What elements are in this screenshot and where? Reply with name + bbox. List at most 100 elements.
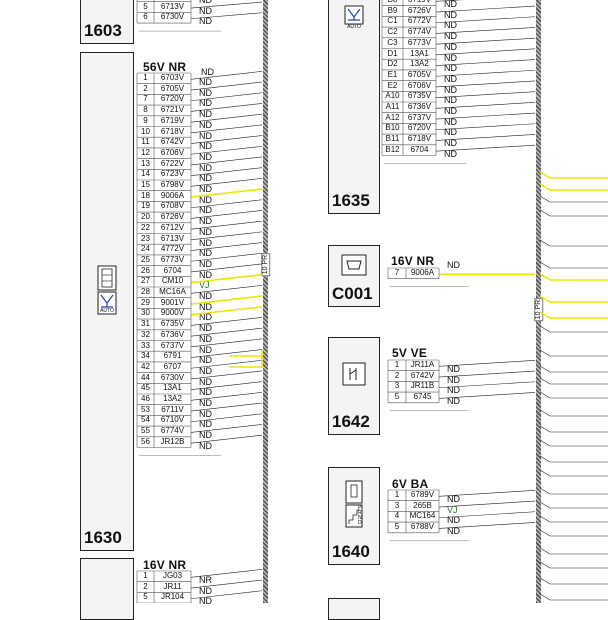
wire-code: 6708V [160, 201, 185, 211]
pin-number: 11 [141, 137, 150, 147]
wire-code: JG03 [162, 571, 183, 580]
pin-number: 10 [141, 126, 150, 136]
wire-line [435, 48, 536, 56]
wire-code: 13A1 [163, 383, 182, 393]
component-1642[interactable]: 1642 [328, 337, 380, 435]
wire-color-tag: ND [447, 494, 460, 504]
component-1640[interactable]: PRND 1640 [328, 467, 380, 565]
pin-number: 5 [143, 1, 148, 11]
pin-number: 12 [141, 147, 150, 157]
wire-color-tag: ND [444, 52, 457, 63]
pin-number: 8 [143, 105, 148, 115]
pin-number: 5 [143, 592, 148, 602]
wire-line [539, 391, 551, 399]
component-1635[interactable]: AUTO 1635 [328, 0, 380, 214]
wire-line [539, 425, 551, 433]
pin-number: 2 [394, 370, 400, 380]
wire-color-tag: ND [199, 5, 212, 16]
wire-color-tag: ND [199, 596, 212, 607]
wire-code: 6704 [410, 144, 429, 154]
wire-line [190, 210, 263, 219]
connector-title: 16V NR [391, 254, 435, 268]
wire-code: 6718V [407, 134, 432, 144]
pin-number: 25 [141, 254, 150, 264]
wire-line [539, 501, 551, 509]
diagnostic-socket-icon [341, 254, 367, 276]
component-code: C001 [332, 284, 373, 303]
wire-line [190, 199, 263, 209]
component-c001[interactable]: C001 [328, 245, 380, 307]
wire-line [438, 522, 536, 529]
pin-number: 14 [141, 169, 150, 179]
wire-code: 6737V [160, 340, 185, 350]
pin-number: 29 [141, 297, 150, 307]
pin-number: 4 [394, 511, 400, 521]
component-1603[interactable]: 1603 [80, 0, 134, 44]
wire-color-tag: ND [199, 216, 212, 227]
wire-line [190, 413, 263, 423]
pin-number: 34 [141, 351, 150, 361]
wire-code: 6703V [160, 73, 185, 82]
pin-number: B10 [385, 123, 400, 133]
wire-line [539, 171, 551, 179]
wire-line [539, 261, 551, 269]
wire-code: 6736V [407, 102, 432, 111]
wire-color-tag: ND [199, 16, 212, 27]
wire-color-tag: ND [199, 312, 212, 323]
pin-number: 7 [143, 94, 148, 104]
pin-number: E2 [387, 80, 398, 90]
wire-code: 6722V [160, 158, 185, 168]
wire-line [190, 81, 263, 91]
wire-line [539, 561, 551, 569]
wire-code: 4772V [160, 244, 185, 254]
switch-icon [342, 362, 366, 386]
auto-label: AUTO [347, 24, 361, 30]
pin-number: C1 [387, 16, 398, 26]
wire-line [435, 112, 536, 120]
pin-number: 22 [141, 222, 150, 232]
pin-number: 18 [141, 190, 150, 200]
wire-line [190, 156, 263, 166]
wire-line [190, 569, 263, 578]
wire-color-tag: NR [199, 575, 212, 585]
wire-code: JR11B [410, 381, 435, 391]
wire-code: 6791 [163, 351, 182, 361]
wire-code: 265B [413, 500, 432, 510]
wire-line [435, 144, 536, 152]
wire-line [438, 360, 536, 367]
wire-line [190, 252, 263, 262]
pin-number: D2 [387, 59, 398, 69]
wire-line [190, 1, 263, 9]
pin-number: 15 [141, 180, 150, 189]
wire-code: 9006A [160, 190, 185, 200]
wire-color-tag: ND [444, 116, 457, 127]
wire-color-tag: ND [199, 398, 212, 408]
wire-code: 6713V [160, 1, 185, 11]
pin-number: 1 [143, 73, 148, 82]
connector-title: 5V VE [392, 346, 428, 360]
wire-code: 6774V [160, 426, 185, 436]
auto-label: AUTO [100, 308, 114, 314]
wire-code: 6710V [160, 415, 185, 425]
pin-number: 2 [143, 83, 148, 93]
wire-line [190, 317, 263, 326]
wire-line [190, 71, 263, 80]
wire-line [438, 500, 536, 508]
wire-code: 6788V [410, 522, 435, 532]
pin-number: 3 [394, 500, 400, 510]
wire-code: 6742V [410, 370, 435, 380]
wire-line [190, 381, 263, 390]
wire-code: 6713V [160, 233, 185, 243]
wire-code: 6705V [160, 83, 185, 93]
wire-code: 6742V [160, 137, 185, 147]
pin-number: 55 [141, 426, 150, 436]
wire-code: JR11 [163, 581, 182, 591]
wire-line [539, 515, 551, 523]
wire-line [190, 124, 263, 134]
pin-number: 23 [141, 233, 150, 243]
wire-color-tag: ND [199, 0, 212, 5]
wire-code: 13A2 [163, 394, 182, 403]
wire-line [190, 392, 263, 401]
component-1630[interactable]: AUTO 1630 [80, 52, 134, 551]
wire-color-tag: ND [199, 248, 212, 259]
